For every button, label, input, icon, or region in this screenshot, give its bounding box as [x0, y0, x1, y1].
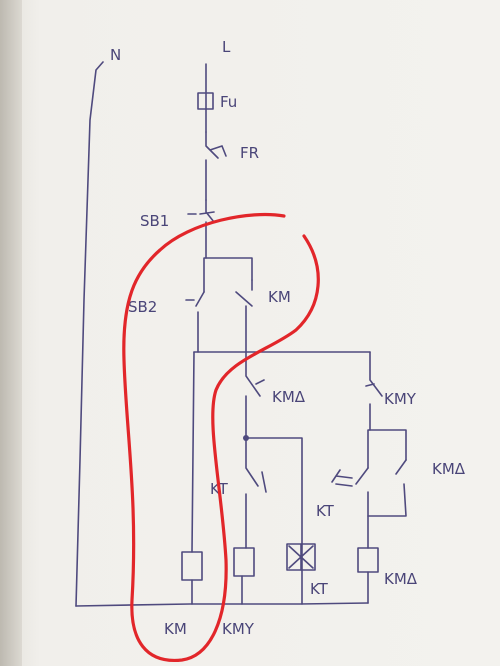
km-delta-nc-contact	[245, 351, 265, 439]
km-hold-contact	[235, 279, 253, 353]
label-stop-button: SB1	[140, 212, 169, 230]
timer-no-contact	[331, 467, 369, 549]
label-coil-kmy: KMY	[222, 620, 255, 638]
timer-nc-contact	[245, 437, 267, 549]
label-km-contact: KM	[268, 288, 291, 306]
stop-button-contact	[187, 199, 215, 259]
label-coil-kt: KT	[310, 580, 329, 598]
red-highlight-loop	[122, 212, 320, 663]
label-start-button: SB2	[128, 298, 157, 316]
label-thermal-relay: FR	[240, 144, 259, 162]
branch-kt-star	[245, 437, 303, 605]
label-fuse: Fu	[220, 93, 237, 111]
label-line: L	[222, 38, 231, 56]
km-coil-branch	[191, 351, 195, 605]
label-neutral: N	[110, 46, 121, 64]
thermal-relay-contact	[205, 131, 227, 201]
label-kmy-contact: KMY	[384, 390, 417, 408]
right-branch	[367, 429, 407, 469]
label-coil-km-delta: KMΔ	[384, 570, 418, 588]
label-km-delta-upper: KMΔ	[272, 388, 306, 406]
label-kt-no: KT	[316, 502, 335, 520]
coil-km	[181, 551, 203, 581]
neutral-rail	[75, 61, 104, 607]
coil-kt-hatch	[288, 543, 314, 571]
start-button-contact	[185, 291, 205, 353]
km-delta-no-contact	[367, 459, 407, 517]
label-coil-km: KM	[164, 620, 187, 638]
notebook-binding-edge	[0, 0, 22, 666]
branch-sb2-km	[203, 257, 253, 293]
coil-kmy	[233, 547, 255, 577]
label-km-delta-right: KMΔ	[432, 460, 466, 478]
kmy-contact	[365, 351, 383, 431]
coil-km-delta	[357, 547, 379, 573]
bottom-rail	[75, 602, 369, 607]
